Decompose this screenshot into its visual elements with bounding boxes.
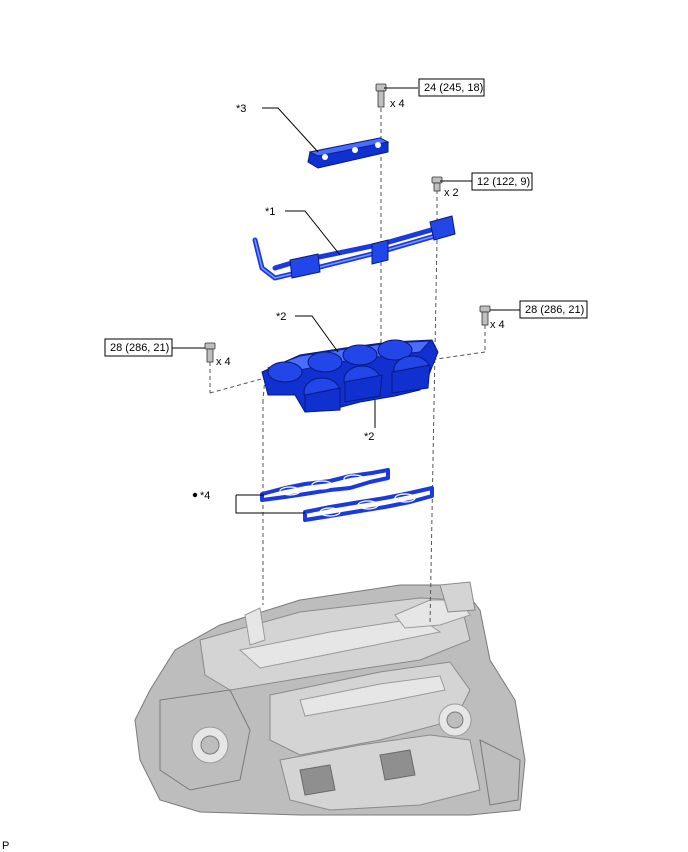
torque-callout-4: 28 (286, 21) <box>519 300 588 319</box>
torque-callout-3: 28 (286, 21) <box>104 338 173 357</box>
quantity-2: x 2 <box>444 187 459 199</box>
label-part-2-top: *2 <box>276 311 286 323</box>
label-part-3: *3 <box>236 103 246 115</box>
bolt-28-nm-left <box>204 342 216 363</box>
torque-value-4: 28 (286, 21) <box>525 304 584 316</box>
bolt-28-nm-right <box>479 305 491 326</box>
label-part-2-bottom: *2 <box>364 431 374 443</box>
torque-callout-1: 24 (245, 18) <box>418 78 485 97</box>
torque-value-3: 28 (286, 21) <box>110 342 169 354</box>
engine-assembly <box>134 581 526 816</box>
new-part-bullet-icon <box>192 492 198 498</box>
part-2-intake-manifold <box>261 339 439 413</box>
bolt-24-nm <box>375 83 387 108</box>
torque-value-1: 24 (245, 18) <box>424 82 483 94</box>
part-1-pipe <box>252 215 456 281</box>
corner-label: P <box>2 840 9 852</box>
torque-callout-2: 12 (122, 9) <box>471 172 533 191</box>
quantity-3: x 4 <box>216 356 231 368</box>
part-3-bracket <box>307 137 390 169</box>
label-part-4: *4 <box>200 490 210 502</box>
leader-lines <box>172 87 520 514</box>
label-part-1: *1 <box>265 206 275 218</box>
quantity-4: x 4 <box>490 319 505 331</box>
bolt-12-nm <box>431 176 443 192</box>
quantity-1: x 4 <box>390 98 405 110</box>
torque-value-2: 12 (122, 9) <box>477 176 530 188</box>
part-4-gaskets <box>260 468 434 522</box>
